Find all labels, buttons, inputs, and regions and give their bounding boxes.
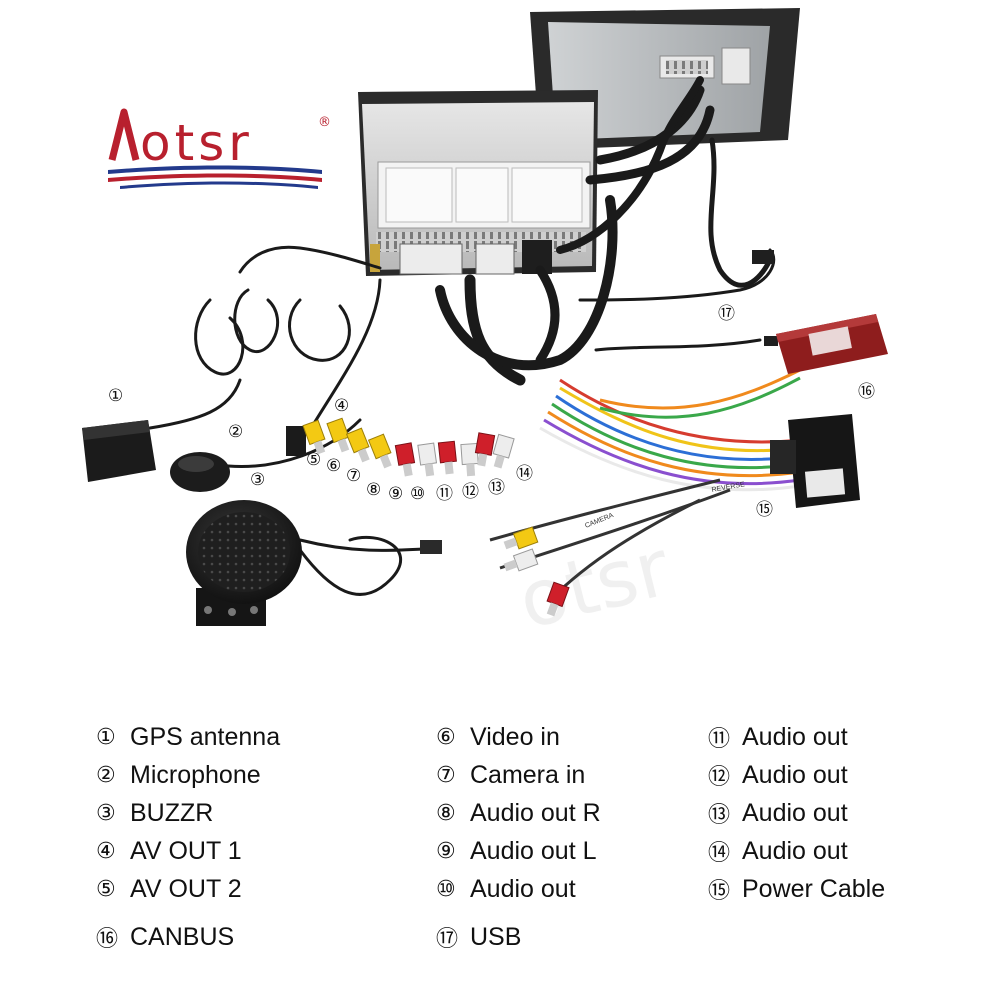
legend-label: Power Cable	[742, 874, 886, 903]
wiring-diagram-stage: otsr ® otsr	[82, 8, 888, 647]
legend-label: Audio out	[742, 798, 848, 827]
callout-number: ⑰	[718, 304, 735, 324]
legend-column-3: ⑪ Audio out ⑫ Audio out ⑬ Audio out ⑭ Audio …	[708, 718, 885, 908]
legend-item-usb: ⑰ USB	[436, 918, 601, 956]
legend-label: Camera in	[470, 760, 586, 789]
callout-number: ③	[250, 470, 266, 490]
legend-item-power-cable: ⑮ Power Cable	[708, 870, 885, 908]
microphone	[170, 452, 230, 492]
legend-number: ⑩	[436, 876, 456, 902]
legend-item-audio-out-11: ⑪ Audio out	[708, 718, 885, 756]
legend-number: ⑤	[96, 876, 116, 902]
legend-label: AV OUT 2	[130, 874, 242, 903]
legend-number: ⑪	[708, 727, 731, 752]
callout-number: ⑤	[306, 450, 322, 470]
legend-label: CANBUS	[130, 922, 235, 951]
legend-item-camera-in: ⑦ Camera in	[436, 756, 601, 794]
legend-number: ⑥	[436, 724, 456, 750]
legend-item-audio-out-13: ⑬ Audio out	[708, 794, 885, 832]
legend-item-microphone: ② Microphone	[96, 756, 280, 794]
callout-number: ⑧	[366, 480, 382, 500]
registered-mark: ®	[318, 115, 331, 130]
callout-number: ⑪	[436, 484, 453, 504]
legend-label: Microphone	[130, 760, 261, 789]
cable-bundles	[148, 76, 776, 596]
legend-label: Audio out	[742, 836, 848, 865]
legend-label: Audio out L	[470, 836, 597, 865]
legend-item-av-out-2: ⑤ AV OUT 2	[96, 870, 280, 908]
gps-antenna	[82, 420, 156, 482]
canbus-box	[776, 314, 888, 374]
legend-item-video-in: ⑥ Video in	[436, 718, 601, 756]
legend-column-1: ① GPS antenna ② Microphone ③ BUZZR ④ AV OUT …	[96, 718, 280, 956]
legend-number: ⑦	[436, 762, 456, 788]
callout-number: ⑥	[326, 456, 342, 476]
brand-wordmark: otsr	[140, 114, 253, 172]
legend-label: Audio out	[742, 760, 848, 789]
head-unit	[358, 90, 598, 276]
legend-number: ⑰	[436, 927, 459, 952]
buzzer-speaker	[186, 500, 302, 626]
legend-number: ③	[96, 800, 116, 826]
callout-number: ①	[108, 386, 124, 406]
power-harness-connector	[770, 414, 860, 508]
callout-number: ⑩	[410, 484, 426, 504]
legend-label: Video in	[470, 722, 560, 751]
legend-label: GPS antenna	[130, 722, 281, 751]
legend-item-buzzer: ③ BUZZR	[96, 794, 280, 832]
legend-column-2: ⑥ Video in ⑦ Camera in ⑧ Audio out R ⑨ Audio…	[436, 718, 601, 956]
legend-spacer	[96, 908, 280, 918]
legend-item-gps-antenna: ① GPS antenna	[96, 718, 280, 756]
legend-number: ①	[96, 724, 116, 750]
callout-number: ⑫	[462, 482, 479, 502]
callout-number: ⑮	[756, 500, 773, 520]
legend-label: AV OUT 1	[130, 836, 242, 865]
legend-number: ⑬	[708, 803, 731, 828]
legend-number: ⑫	[708, 765, 731, 790]
legend-item-audio-out-r: ⑧ Audio out R	[436, 794, 601, 832]
legend-label: BUZZR	[130, 798, 214, 827]
legend-number: ⑭	[708, 841, 731, 866]
legend-number: ④	[96, 838, 116, 864]
wiring-diagram: otsr ® otsr	[82, 8, 888, 647]
legend-number: ⑨	[436, 838, 456, 864]
small-connectors	[286, 250, 778, 554]
callout-number: ⑬	[488, 478, 505, 498]
legend-number: ⑧	[436, 800, 456, 826]
legend-label: Audio out R	[470, 798, 601, 827]
legend-item-av-out-1: ④ AV OUT 1	[96, 832, 280, 870]
legend-number: ②	[96, 762, 116, 788]
rca-plugs-camera	[503, 526, 570, 617]
callout-number: ⑨	[388, 484, 404, 504]
callout-number: ⑯	[858, 382, 875, 402]
legend-label: USB	[470, 922, 522, 951]
callout-number: ④	[334, 396, 350, 416]
legend-number: ⑮	[708, 879, 731, 904]
legend-item-audio-out-14: ⑭ Audio out	[708, 832, 885, 870]
legend-label: Audio out	[470, 874, 576, 903]
legend-item-audio-out-12: ⑫ Audio out	[708, 756, 885, 794]
callout-number: ⑦	[346, 466, 362, 486]
legend-label: Audio out	[742, 722, 848, 751]
legend-item-audio-out-10: ⑩ Audio out	[436, 870, 601, 908]
callout-number: ⑭	[516, 464, 533, 484]
legend-number: ⑯	[96, 927, 119, 952]
rca-plugs-upper	[302, 417, 515, 477]
callout-number: ②	[228, 422, 244, 442]
brand-logo: otsr ®	[108, 108, 331, 189]
legend-item-audio-out-l: ⑨ Audio out L	[436, 832, 601, 870]
legend-item-canbus: ⑯ CANBUS	[96, 918, 280, 956]
legend-spacer	[436, 908, 601, 918]
